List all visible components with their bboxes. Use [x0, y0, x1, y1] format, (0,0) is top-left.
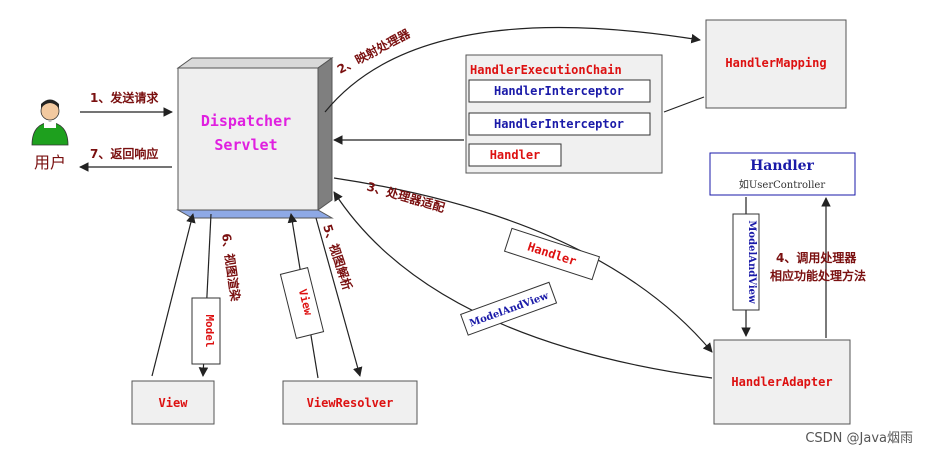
watermark: CSDN @Java烟雨: [805, 431, 913, 446]
arrow-dispatcher-to-view-resolver: [315, 217, 363, 377]
interceptor-label-1: HandlerInterceptor: [494, 84, 624, 98]
view-label: View: [159, 396, 189, 410]
chain-handler-label: Handler: [490, 148, 541, 162]
model-and-view-vertical-tag: [732, 213, 760, 311]
dispatcher-title-line1: Dispatcher: [201, 112, 291, 130]
model-tag-label: Model: [203, 314, 216, 347]
handler-tag: Handler: [503, 227, 601, 281]
step-1-label: 1、发送请求: [90, 90, 159, 105]
step-4-label-line1: 4、调用处理器: [776, 250, 857, 265]
model-and-view-vertical-label: ModelAndView: [746, 220, 757, 304]
interceptor-box-1: [468, 79, 651, 103]
dispatcher-title-line2: Servlet: [214, 136, 277, 154]
view-box: [131, 380, 215, 425]
user-label: 用户: [34, 153, 66, 172]
chain-title: HandlerExecutionChain: [470, 63, 622, 77]
step-6-label: 6、视图渲染: [219, 232, 244, 303]
view-resolver-label: ViewResolver: [307, 396, 394, 410]
handler-adapter-box: [713, 339, 851, 425]
view-tag: View: [279, 266, 325, 340]
handler-box: [709, 152, 856, 196]
dispatcher-servlet-box: [176, 57, 334, 219]
handler-box-title: Handler: [750, 158, 814, 174]
interceptor-box-2: [468, 112, 651, 136]
arrow-adapter-to-dispatcher: [333, 191, 713, 379]
chain-handler-box: [468, 143, 562, 167]
user-icon: [31, 99, 69, 146]
step-3-label: 3、处理器适配: [365, 178, 446, 215]
handler-adapter-label: HandlerAdapter: [731, 375, 832, 389]
arrow-view-to-dispatcher: [151, 213, 196, 377]
view-tag-label: View: [296, 288, 315, 317]
step-7-label: 7、返回响应: [90, 146, 158, 161]
step-5-label: 5、视图解析: [320, 222, 355, 292]
line-mapping-to-chain: [663, 96, 705, 113]
handler-box-subtitle: 如UserController: [739, 178, 826, 191]
handler-mapping-label: HandlerMapping: [725, 56, 826, 70]
model-tag: [191, 297, 221, 365]
view-resolver-box: [282, 380, 418, 425]
interceptor-label-2: HandlerInterceptor: [494, 117, 624, 131]
handler-mapping-box: [705, 19, 847, 109]
arrow-map-handler: [324, 26, 701, 113]
step-4-label-line2: 相应功能处理方法: [770, 268, 866, 283]
arrow-dispatcher-to-adapter: [333, 177, 713, 353]
